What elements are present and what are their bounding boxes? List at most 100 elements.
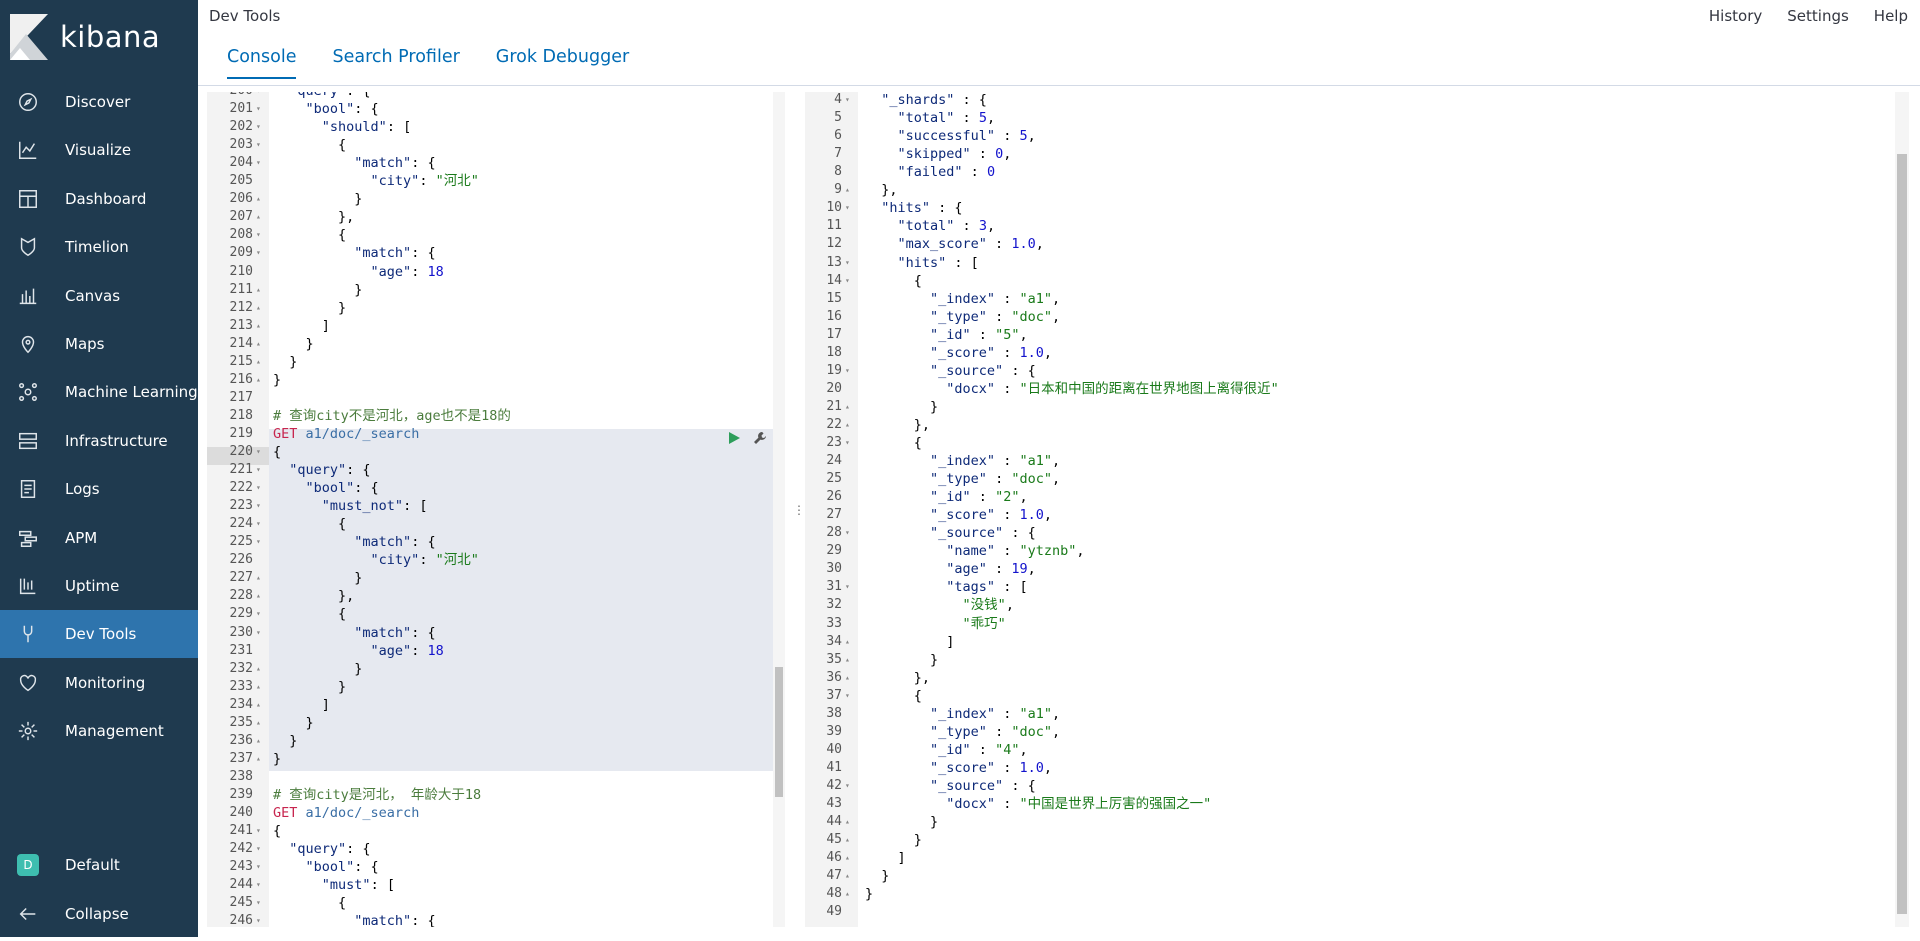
fold-close-icon[interactable]: ▴ bbox=[256, 753, 261, 763]
fold-open-icon[interactable]: ▾ bbox=[256, 627, 261, 637]
fold-open-icon[interactable]: ▾ bbox=[845, 95, 850, 105]
fold-open-icon[interactable]: ▾ bbox=[256, 248, 261, 258]
fold-close-icon[interactable]: ▴ bbox=[845, 853, 850, 863]
heart-icon bbox=[16, 671, 40, 695]
help-link[interactable]: Help bbox=[1873, 7, 1908, 25]
fold-open-icon[interactable]: ▾ bbox=[845, 275, 850, 285]
line-number: 15 bbox=[826, 290, 842, 306]
fold-open-icon[interactable]: ▾ bbox=[845, 365, 850, 375]
fold-open-icon[interactable]: ▾ bbox=[256, 465, 261, 475]
fold-open-icon[interactable]: ▾ bbox=[845, 528, 850, 538]
fold-close-icon[interactable]: ▴ bbox=[256, 356, 261, 366]
wrench-icon[interactable] bbox=[753, 431, 767, 445]
fold-open-icon[interactable]: ▾ bbox=[845, 690, 850, 700]
fold-close-icon[interactable]: ▴ bbox=[256, 573, 261, 583]
request-editor[interactable]: 200▾ "query": {201▾ "bool": {202▾ "shoul… bbox=[207, 92, 785, 927]
fold-close-icon[interactable]: ▴ bbox=[256, 302, 261, 312]
kibana-logo[interactable]: kibana bbox=[10, 14, 160, 60]
fold-open-icon[interactable]: ▾ bbox=[845, 203, 850, 213]
fold-open-icon[interactable]: ▾ bbox=[256, 92, 261, 100]
fold-open-icon[interactable]: ▾ bbox=[845, 582, 850, 592]
fold-close-icon[interactable]: ▴ bbox=[256, 735, 261, 745]
code-text: { bbox=[273, 606, 347, 623]
fold-open-icon[interactable]: ▾ bbox=[256, 501, 261, 511]
line-number: 208 bbox=[229, 227, 253, 243]
sidebar-item-discover[interactable]: Discover bbox=[0, 78, 198, 126]
sidebar-item-maps[interactable]: Maps bbox=[0, 320, 198, 368]
fold-close-icon[interactable]: ▴ bbox=[845, 835, 850, 845]
tab-grok-debugger[interactable]: Grok Debugger bbox=[495, 47, 630, 67]
fold-open-icon[interactable]: ▾ bbox=[256, 140, 261, 150]
fold-open-icon[interactable]: ▾ bbox=[845, 438, 850, 447]
code-text: "_id" : "4", bbox=[930, 741, 1028, 758]
code-text: { bbox=[273, 895, 347, 912]
sidebar-item-logs[interactable]: Logs bbox=[0, 465, 198, 513]
fold-close-icon[interactable]: ▴ bbox=[256, 338, 261, 348]
fold-close-icon[interactable]: ▴ bbox=[845, 871, 850, 881]
fold-open-icon[interactable]: ▾ bbox=[256, 862, 261, 872]
tab-console[interactable]: Console bbox=[227, 47, 297, 79]
fold-close-icon[interactable]: ▴ bbox=[845, 672, 850, 682]
sidebar-item-apm[interactable]: APM bbox=[0, 514, 198, 562]
fold-open-icon[interactable]: ▾ bbox=[256, 916, 261, 926]
fold-close-icon[interactable]: ▴ bbox=[256, 374, 261, 384]
fold-open-icon[interactable]: ▾ bbox=[256, 519, 261, 529]
sidebar-item-visualize[interactable]: Visualize bbox=[0, 126, 198, 174]
response-scrollbar-thumb[interactable] bbox=[1897, 154, 1907, 914]
fold-close-icon[interactable]: ▴ bbox=[845, 817, 850, 827]
fold-open-icon[interactable]: ▾ bbox=[845, 257, 850, 267]
fold-close-icon[interactable]: ▴ bbox=[256, 320, 261, 330]
run-request-icon[interactable] bbox=[727, 431, 741, 445]
fold-close-icon[interactable]: ▴ bbox=[256, 194, 261, 204]
fold-open-icon[interactable]: ▾ bbox=[256, 609, 261, 619]
tab-search-profiler[interactable]: Search Profiler bbox=[332, 47, 460, 67]
sidebar-item-monitoring[interactable]: Monitoring bbox=[0, 659, 198, 707]
code-text: "_type" : "doc", bbox=[930, 723, 1061, 740]
line-number: 10 bbox=[826, 200, 842, 216]
space-selector[interactable]: D Default bbox=[0, 841, 198, 889]
sidebar-item-machine-learning[interactable]: Machine Learning bbox=[0, 368, 198, 416]
line-number: 29 bbox=[826, 543, 842, 559]
fold-close-icon[interactable]: ▴ bbox=[845, 889, 850, 899]
fold-close-icon[interactable]: ▴ bbox=[845, 419, 850, 429]
line-number: 38 bbox=[826, 705, 842, 721]
fold-close-icon[interactable]: ▴ bbox=[256, 284, 261, 294]
panel-resize-handle[interactable]: ⋮ bbox=[792, 92, 805, 937]
fold-open-icon[interactable]: ▾ bbox=[256, 230, 261, 240]
fold-open-icon[interactable]: ▾ bbox=[256, 898, 261, 908]
fold-open-icon[interactable]: ▾ bbox=[256, 158, 261, 168]
sidebar-item-dashboard[interactable]: Dashboard bbox=[0, 175, 198, 223]
fold-open-icon[interactable]: ▾ bbox=[845, 780, 850, 790]
fold-close-icon[interactable]: ▴ bbox=[845, 185, 850, 195]
fold-open-icon[interactable]: ▾ bbox=[256, 880, 261, 890]
fold-close-icon[interactable]: ▴ bbox=[256, 663, 261, 673]
line-number: 48 bbox=[826, 886, 842, 902]
fold-open-icon[interactable]: ▾ bbox=[256, 537, 261, 547]
fold-close-icon[interactable]: ▴ bbox=[845, 636, 850, 646]
sidebar-item-management[interactable]: Management bbox=[0, 707, 198, 755]
fold-close-icon[interactable]: ▴ bbox=[845, 401, 850, 411]
request-scrollbar[interactable] bbox=[773, 92, 785, 927]
logo-text: kibana bbox=[60, 20, 161, 54]
history-link[interactable]: History bbox=[1708, 7, 1763, 25]
fold-close-icon[interactable]: ▴ bbox=[256, 717, 261, 727]
sidebar-item-infrastructure[interactable]: Infrastructure bbox=[0, 417, 198, 465]
sidebar-item-dev-tools[interactable]: Dev Tools bbox=[0, 610, 198, 659]
fold-open-icon[interactable]: ▾ bbox=[256, 483, 261, 493]
sidebar-item-uptime[interactable]: Uptime bbox=[0, 562, 198, 610]
sidebar-item-timelion[interactable]: Timelion bbox=[0, 223, 198, 271]
fold-open-icon[interactable]: ▾ bbox=[256, 826, 261, 836]
fold-close-icon[interactable]: ▴ bbox=[845, 654, 850, 664]
settings-link[interactable]: Settings bbox=[1787, 7, 1849, 25]
fold-open-icon[interactable]: ▾ bbox=[256, 447, 261, 456]
fold-close-icon[interactable]: ▴ bbox=[256, 699, 261, 709]
fold-close-icon[interactable]: ▴ bbox=[256, 212, 261, 222]
fold-close-icon[interactable]: ▴ bbox=[256, 681, 261, 691]
fold-open-icon[interactable]: ▾ bbox=[256, 122, 261, 132]
fold-close-icon[interactable]: ▴ bbox=[256, 591, 261, 601]
request-scrollbar-thumb[interactable] bbox=[775, 667, 783, 797]
fold-open-icon[interactable]: ▾ bbox=[256, 104, 261, 114]
sidebar-item-canvas[interactable]: Canvas bbox=[0, 272, 198, 320]
collapse-button[interactable]: Collapse bbox=[0, 890, 198, 938]
fold-open-icon[interactable]: ▾ bbox=[256, 844, 261, 854]
